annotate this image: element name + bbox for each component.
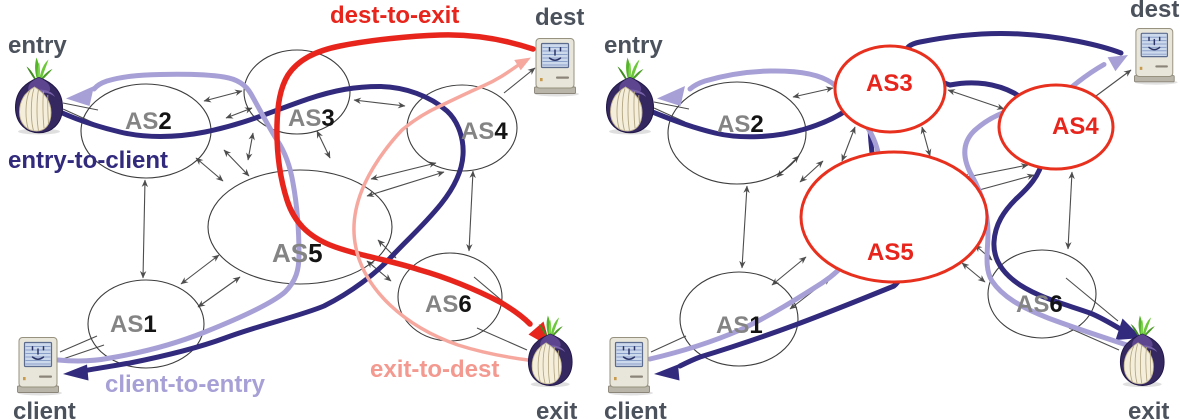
svg-text:AS6: AS6 [425,291,472,318]
svg-text:entry-to-client: entry-to-client [8,147,168,174]
svg-text:entry: entry [8,32,67,59]
svg-text:exit-to-dest: exit-to-dest [370,356,499,383]
svg-text:AS5: AS5 [867,239,914,266]
svg-text:AS1: AS1 [716,312,763,339]
svg-text:exit: exit [536,398,577,420]
svg-text:AS2: AS2 [717,111,764,138]
svg-text:AS4: AS4 [461,118,508,145]
svg-text:dest-to-exit: dest-to-exit [330,2,459,29]
svg-text:client: client [604,398,667,420]
svg-text:client: client [13,398,76,420]
svg-text:entry: entry [604,32,663,59]
svg-text:dest: dest [1130,0,1179,23]
svg-text:client-to-entry: client-to-entry [105,371,266,398]
svg-text:exit: exit [1128,398,1169,420]
svg-text:AS3: AS3 [866,70,913,97]
svg-text:AS6: AS6 [1016,291,1063,318]
svg-text:AS4: AS4 [1052,113,1099,140]
svg-text:AS2: AS2 [125,108,172,135]
svg-text:dest: dest [535,4,584,31]
svg-text:AS1: AS1 [110,311,157,338]
svg-text:AS3: AS3 [288,105,335,132]
svg-text:AS5: AS5 [272,238,323,268]
